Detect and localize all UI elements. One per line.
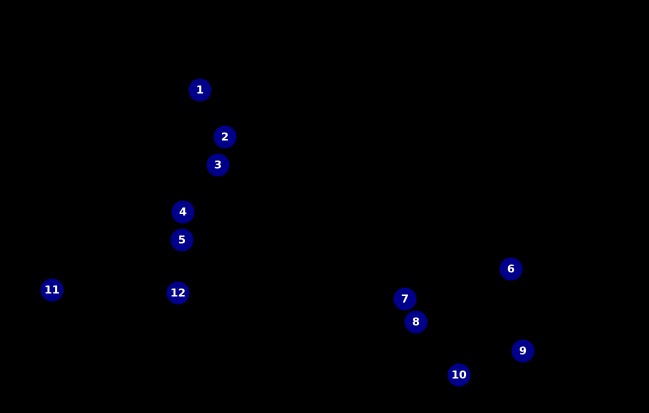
annotation-mark-10[interactable]: 10	[447, 363, 471, 387]
annotation-mark-1[interactable]: 1	[188, 78, 212, 102]
annotation-mark-12[interactable]: 12	[166, 281, 190, 305]
annotation-mark-9[interactable]: 9	[511, 339, 535, 363]
annotation-mark-5[interactable]: 5	[170, 228, 194, 252]
annotation-mark-2[interactable]: 2	[213, 125, 237, 149]
annotation-mark-7[interactable]: 7	[393, 287, 417, 311]
annotation-mark-4[interactable]: 4	[171, 200, 195, 224]
annotation-mark-6[interactable]: 6	[499, 257, 523, 281]
annotation-mark-11[interactable]: 11	[40, 278, 64, 302]
annotation-mark-8[interactable]: 8	[404, 310, 428, 334]
annotation-mark-3[interactable]: 3	[206, 153, 230, 177]
